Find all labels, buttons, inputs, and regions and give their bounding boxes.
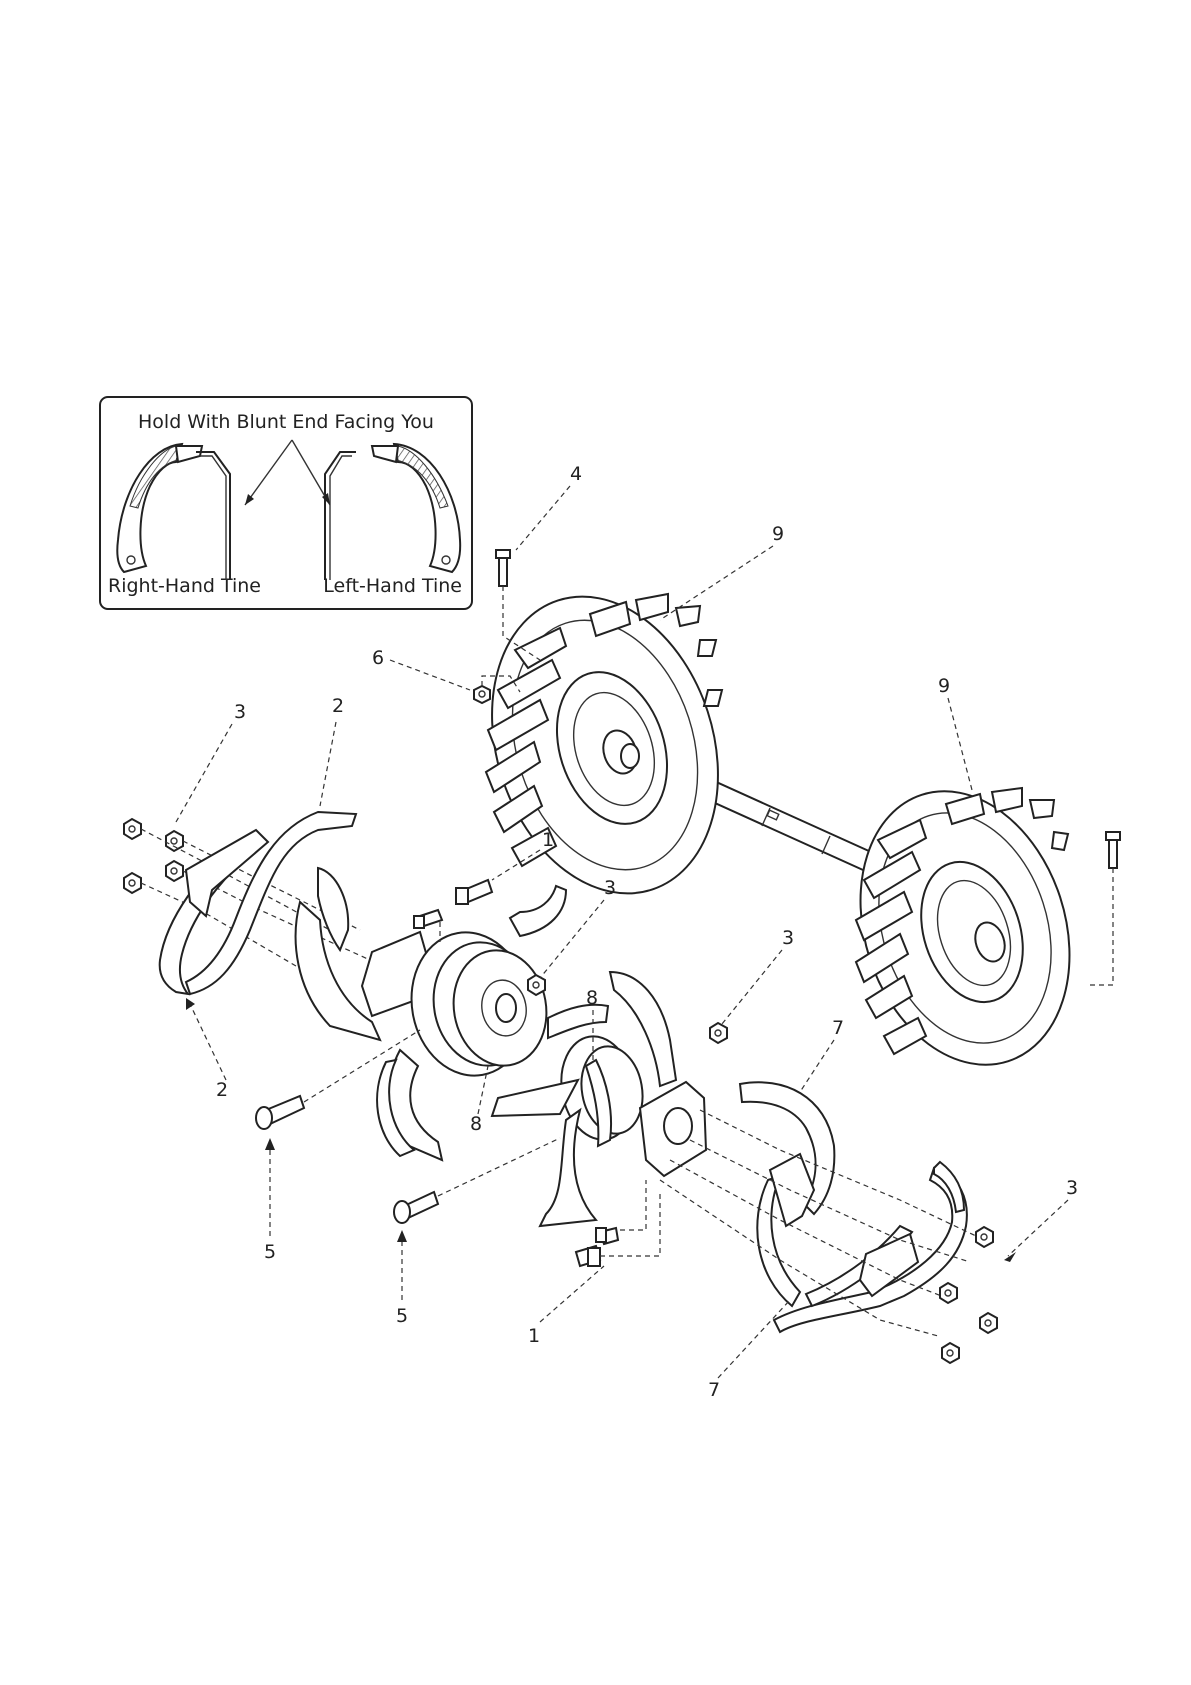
callout-5-left: 5	[264, 1241, 276, 1263]
callout-9-upper: 9	[772, 523, 784, 545]
callout-3-right-mid: 3	[782, 927, 794, 949]
callout-8-lower: 8	[470, 1113, 482, 1135]
bolt-1-right-b	[576, 1180, 660, 1266]
callout-1-bottom: 1	[528, 1325, 540, 1347]
callout-3-far-right: 3	[1066, 1177, 1078, 1199]
callout-8-upper: 8	[586, 987, 598, 1009]
bolt-1-small	[414, 910, 442, 928]
wheel-upper	[455, 567, 754, 923]
nuts-left	[124, 819, 183, 893]
callout-9-right: 9	[938, 675, 950, 697]
nut-hub-left	[528, 975, 545, 995]
callout-3-top-left: 3	[234, 701, 246, 723]
callout-2-top: 2	[332, 695, 344, 717]
callout-5-right: 5	[396, 1305, 408, 1327]
callout-7-bottom: 7	[708, 1379, 720, 1401]
nut-hub-right	[710, 1023, 727, 1043]
callout-2-lower: 2	[216, 1079, 228, 1101]
callout-6: 6	[372, 647, 384, 669]
callout-4: 4	[570, 463, 582, 485]
left-hand-tine-label: Left-Hand Tine	[323, 575, 462, 597]
bolt-1-right-a	[596, 1228, 618, 1244]
wheel-lower	[827, 764, 1104, 1092]
inset-title: Hold With Blunt End Facing You	[138, 411, 434, 433]
axle-bolt-right	[1090, 832, 1120, 985]
callout-7-upper: 7	[832, 1017, 844, 1039]
callout-1-top: 1	[542, 829, 554, 851]
right-hand-tine-label: Right-Hand Tine	[108, 575, 261, 597]
tine-orientation-inset: Hold With Blunt End Facing You Right-Han…	[100, 397, 472, 609]
callout-3-mid: 3	[604, 877, 616, 899]
